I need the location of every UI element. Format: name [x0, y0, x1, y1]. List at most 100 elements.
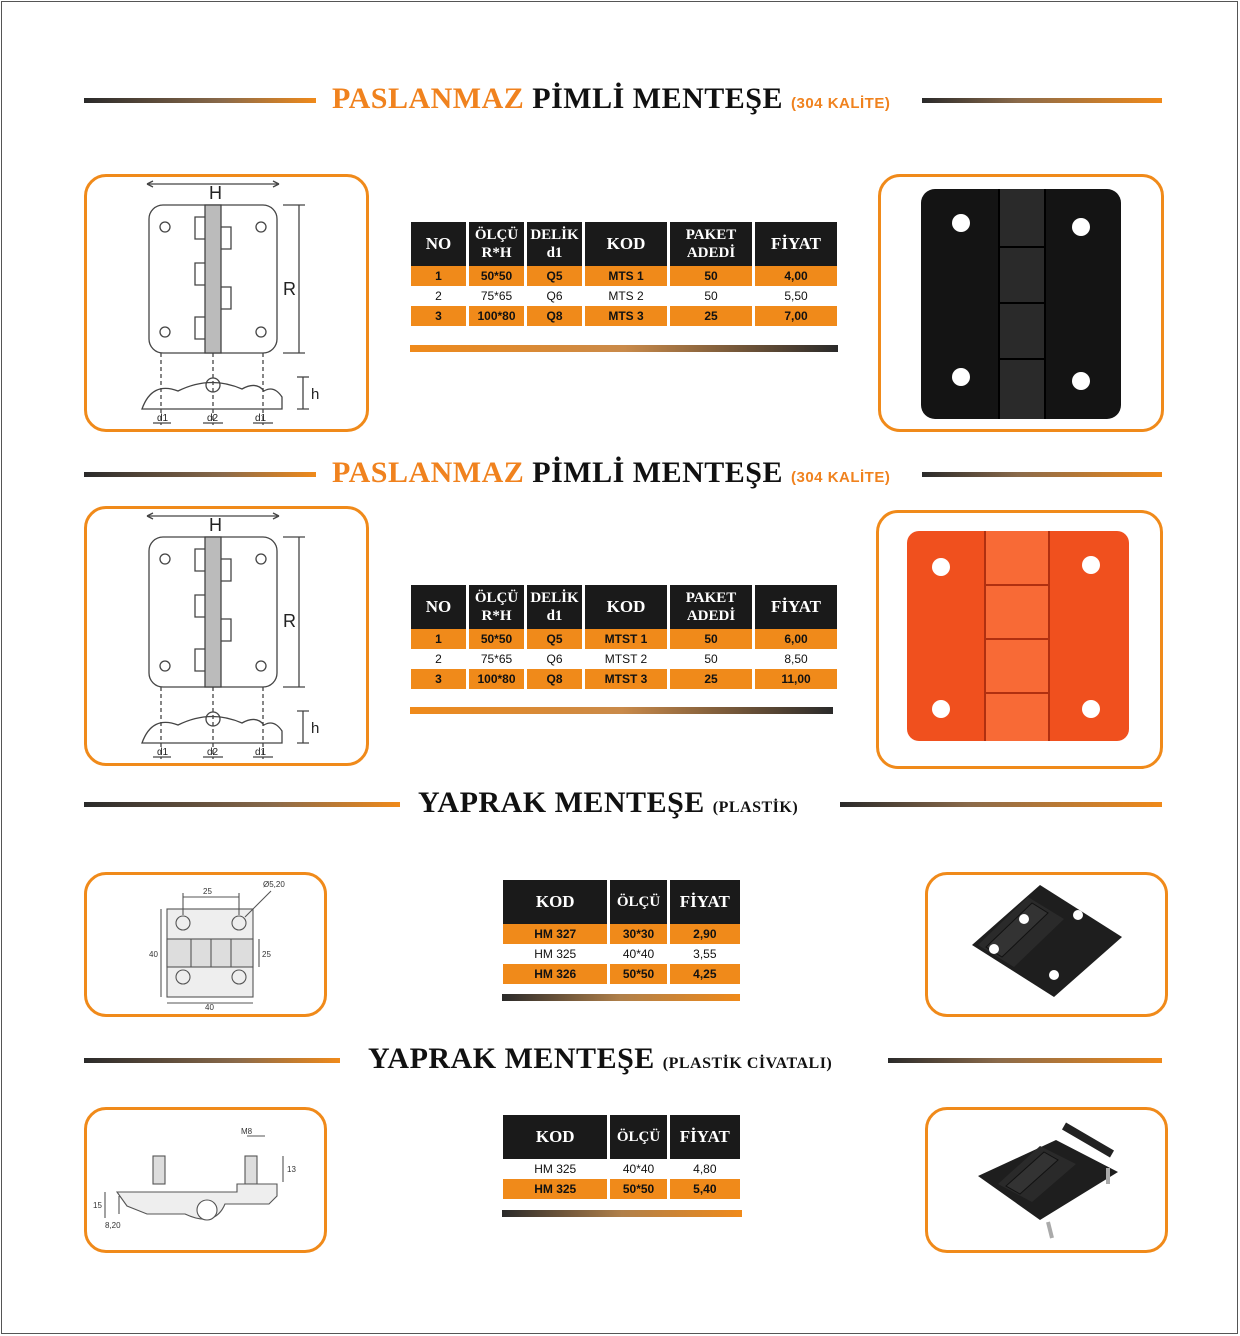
title-note: (PLASTİK CİVATALI)	[662, 1055, 833, 1072]
dim-R: R	[283, 611, 296, 631]
table-cell: MTST 2	[585, 649, 667, 669]
th-fiyat: FİYAT	[669, 880, 740, 924]
table-cell: 50	[670, 286, 752, 306]
table-cell: 100*80	[469, 669, 524, 689]
dim-h: 13	[287, 1165, 296, 1174]
dim-top: 25	[203, 887, 212, 896]
product-photo-3	[925, 872, 1168, 1017]
dim-h: h	[311, 386, 319, 403]
section-2-title: PASLANMAZ PİMLİ MENTEŞE (304 KALİTE)	[84, 454, 1162, 494]
table-cell: 75*65	[469, 649, 524, 669]
table-cell: 30*30	[610, 924, 667, 944]
dim-d1-right: d1	[255, 413, 267, 424]
table-cell: 5,50	[755, 286, 837, 306]
table-cell: 50	[670, 629, 752, 649]
table-cell: 1	[411, 629, 466, 649]
section-4-title: YAPRAK MENTEŞE (PLASTİK CİVATALI)	[84, 1040, 1162, 1080]
table-cell: 50*50	[469, 629, 524, 649]
table-cell: 2,90	[669, 924, 740, 944]
table-cell: 3	[411, 306, 466, 326]
th-fiyat: FİYAT	[755, 585, 837, 629]
dim-d1-right: d1	[255, 747, 267, 758]
dim-b: 8,20	[105, 1221, 121, 1230]
title-black: YAPRAK MENTEŞE	[368, 1042, 655, 1075]
table-cell: MTST 1	[585, 629, 667, 649]
title-note: (PLASTİK)	[712, 799, 799, 816]
table-underline-1	[410, 345, 838, 352]
table-cell: 4,00	[755, 266, 837, 286]
table-underline-4	[502, 1210, 742, 1217]
dim-d2: d2	[207, 413, 219, 424]
dim-right: 25	[262, 950, 271, 959]
table-cell: 3	[411, 669, 466, 689]
table-cell: 4,25	[669, 964, 740, 984]
dim-left: 40	[149, 950, 158, 959]
section-1-title: PASLANMAZ PİMLİ MENTEŞE (304 KALİTE)	[84, 80, 1162, 120]
th-kod: KOD	[585, 585, 667, 629]
th-no: NO	[411, 222, 466, 266]
technical-drawing-3: 25 Ø5,20 40 25 40	[84, 872, 327, 1017]
table-cell: HM 325	[503, 1159, 608, 1179]
dim-a: 15	[93, 1201, 102, 1210]
title-note: (304 KALİTE)	[791, 95, 891, 112]
table-cell: HM 325	[503, 1179, 608, 1199]
th-kod: KOD	[503, 1115, 608, 1159]
th-kod: KOD	[585, 222, 667, 266]
title-note: (304 KALİTE)	[791, 469, 891, 486]
dim-d1-left: d1	[157, 747, 169, 758]
table-cell: 11,00	[755, 669, 837, 689]
table-cell: 50	[670, 649, 752, 669]
title-orange: PASLANMAZ	[332, 456, 525, 489]
th-olcu: ÖLÇÜ	[610, 1115, 667, 1159]
th-kod: KOD	[503, 880, 608, 924]
table-cell: Q6	[527, 649, 582, 669]
table-cell: 25	[670, 669, 752, 689]
table-cell: Q5	[527, 266, 582, 286]
table-cell: 100*80	[469, 306, 524, 326]
dim-bottom: 40	[205, 1003, 214, 1012]
th-no: NO	[411, 585, 466, 629]
table-cell: 50*50	[610, 964, 667, 984]
table-cell: 7,00	[755, 306, 837, 326]
dim-H: H	[209, 515, 222, 535]
dim-d2: d2	[207, 747, 219, 758]
table-cell: MTS 1	[585, 266, 667, 286]
title-black: PİMLİ MENTEŞE	[532, 82, 783, 115]
dim-d1-left: d1	[157, 413, 169, 424]
table-cell: 50	[670, 266, 752, 286]
table-cell: MTS 2	[585, 286, 667, 306]
table-cell: HM 325	[503, 944, 608, 964]
th-olcu: ÖLÇÜ	[610, 880, 667, 924]
technical-drawing-1: H R h d1 d2 d1	[84, 174, 369, 432]
table-cell: 4,80	[669, 1159, 740, 1179]
product-photo-1	[878, 174, 1164, 432]
table-cell: Q8	[527, 306, 582, 326]
product-photo-2	[876, 510, 1163, 769]
table-cell: 6,00	[755, 629, 837, 649]
dim-m: M8	[241, 1127, 253, 1136]
table-cell: 8,50	[755, 649, 837, 669]
table-underline-2	[410, 707, 833, 714]
title-black: YAPRAK MENTEŞE	[418, 786, 705, 819]
table-cell: 50*50	[469, 266, 524, 286]
th-fiyat: FİYAT	[669, 1115, 740, 1159]
table-cell: 1	[411, 266, 466, 286]
table-cell: Q5	[527, 629, 582, 649]
